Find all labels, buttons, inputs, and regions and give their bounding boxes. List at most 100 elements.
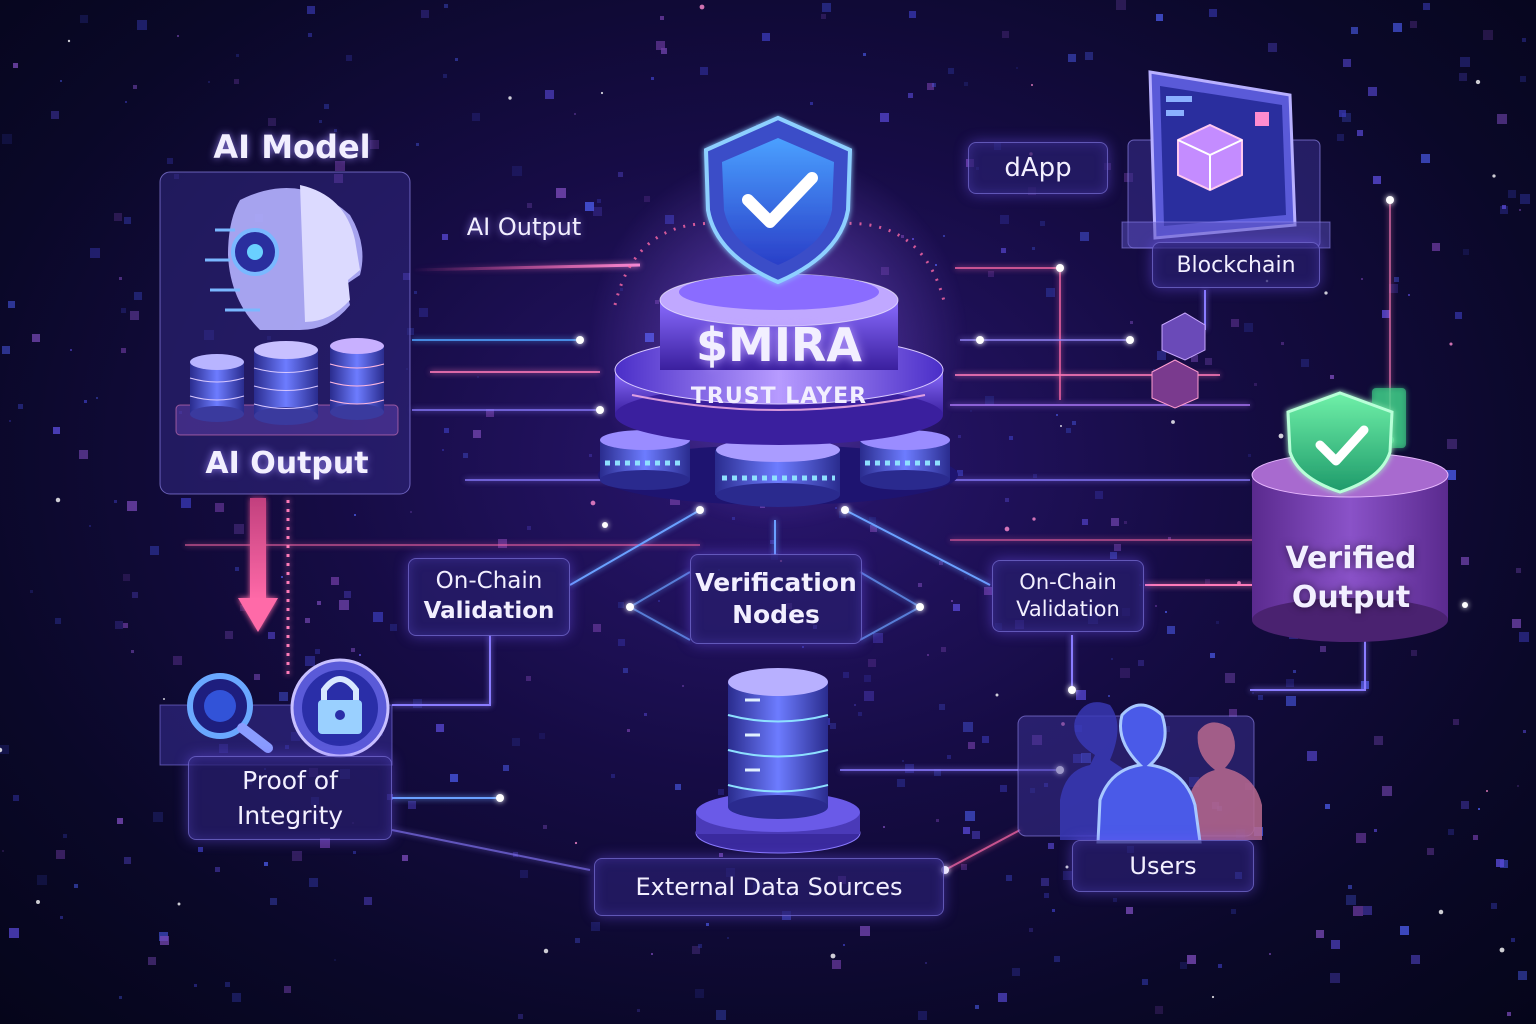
particle — [79, 450, 88, 459]
particle — [346, 55, 352, 61]
particle — [486, 409, 494, 417]
verification-nodes-box: Verification Nodes — [690, 554, 862, 644]
particle — [1373, 176, 1381, 184]
particle — [281, 576, 283, 578]
particle — [1286, 679, 1294, 687]
particle — [55, 618, 61, 624]
particle — [309, 878, 318, 887]
particle — [1331, 940, 1340, 949]
sparkle — [55, 497, 61, 503]
particle — [1411, 650, 1417, 656]
sparkle — [1030, 83, 1034, 87]
mira-trust-layer — [588, 150, 968, 530]
particle — [883, 826, 885, 828]
sparkle — [1278, 433, 1284, 439]
particle — [965, 811, 975, 821]
particle — [1351, 27, 1358, 34]
particle — [985, 396, 994, 405]
sparkle — [1004, 526, 1010, 532]
particle — [1518, 971, 1527, 980]
particle — [948, 68, 954, 74]
particle — [902, 760, 904, 762]
particle — [123, 623, 128, 628]
sparkle — [1211, 995, 1215, 999]
robot-head-icon — [205, 185, 363, 330]
particle — [854, 704, 856, 706]
particle — [13, 795, 19, 801]
particle — [964, 82, 968, 86]
particle — [1167, 626, 1175, 634]
particle — [843, 944, 845, 946]
particle — [1187, 955, 1196, 964]
particle — [661, 48, 667, 54]
particle — [1491, 903, 1497, 909]
particle — [716, 1010, 726, 1020]
sparkle — [574, 841, 578, 845]
dapp-label: dApp — [968, 142, 1108, 194]
particle — [623, 668, 628, 673]
particle — [1447, 439, 1457, 449]
sparkle — [600, 91, 604, 95]
particle — [727, 937, 729, 939]
particle — [1363, 906, 1372, 915]
particle — [706, 923, 709, 926]
particle — [802, 646, 804, 648]
verified-output-label: Verified Output — [1256, 530, 1446, 626]
particle — [1066, 428, 1071, 433]
server-icon — [695, 668, 861, 854]
connector-mira-right-1 — [955, 267, 1061, 400]
particle — [868, 659, 876, 667]
particle — [80, 15, 88, 23]
particle — [1225, 673, 1235, 683]
particle — [2, 346, 10, 354]
connector-ai-to-mira — [411, 263, 641, 272]
block-cubes-icon — [1151, 312, 1206, 409]
connector-proof-lower — [391, 829, 591, 871]
particle — [627, 729, 630, 732]
particle — [208, 81, 210, 83]
particle — [618, 602, 624, 608]
onchain-left-line2: Validation — [423, 598, 555, 624]
particle — [637, 1009, 640, 1012]
particle — [150, 546, 159, 555]
particle — [1343, 59, 1351, 67]
particle — [117, 818, 123, 824]
particle — [1258, 695, 1263, 700]
connector-node-right — [844, 509, 991, 586]
particle — [127, 501, 137, 511]
particle — [947, 755, 951, 759]
particle — [1368, 87, 1377, 96]
particle — [656, 41, 665, 50]
particle — [1155, 1006, 1163, 1014]
particle — [305, 618, 310, 623]
sparkle — [543, 948, 549, 954]
particle — [370, 140, 379, 149]
connector-onchain-left-down — [392, 635, 491, 706]
proof-of-integrity-box: Proof of Integrity — [188, 756, 392, 840]
sparkle — [36, 900, 40, 904]
particle — [148, 957, 156, 965]
particle — [988, 271, 994, 277]
particle — [770, 540, 774, 544]
particle — [1496, 859, 1504, 867]
particle — [1218, 964, 1222, 968]
particle — [364, 897, 372, 905]
particle — [1040, 221, 1045, 226]
particle — [975, 1005, 979, 1009]
particle — [307, 6, 315, 14]
particle — [279, 692, 288, 701]
particle — [1330, 375, 1334, 379]
particle — [830, 723, 836, 729]
particle — [651, 953, 653, 955]
particle — [1048, 843, 1054, 849]
particle — [1500, 206, 1508, 214]
particle — [1085, 52, 1093, 60]
particle — [918, 583, 922, 587]
particle — [234, 524, 244, 534]
particle — [1446, 470, 1456, 480]
particle — [115, 621, 123, 629]
particle — [1111, 658, 1113, 660]
verified-shield-icon — [1286, 388, 1406, 494]
particle — [1113, 898, 1117, 902]
ai-output-top-label: AI Output — [466, 213, 582, 241]
